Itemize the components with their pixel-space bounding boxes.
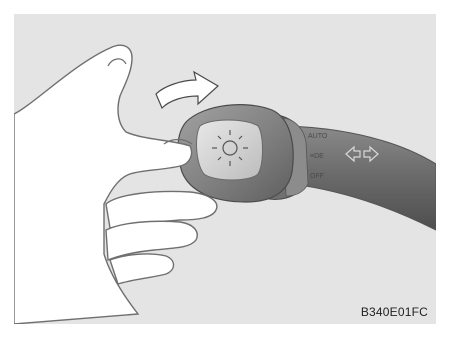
knob-face	[197, 120, 263, 180]
switch-label-auto: AUTO	[308, 133, 328, 140]
light-switch-illustration: AUTO ≡DE OFF	[14, 14, 436, 324]
illustration-frame: AUTO ≡DE OFF B340E01FC	[14, 14, 436, 324]
switch-label-off: OFF	[310, 173, 324, 180]
hand-ring-finger	[110, 254, 174, 284]
push-direction-arrow-icon	[156, 72, 218, 108]
figure-code: B340E01FC	[361, 305, 428, 319]
switch-label-parking: ≡DE	[310, 153, 324, 160]
